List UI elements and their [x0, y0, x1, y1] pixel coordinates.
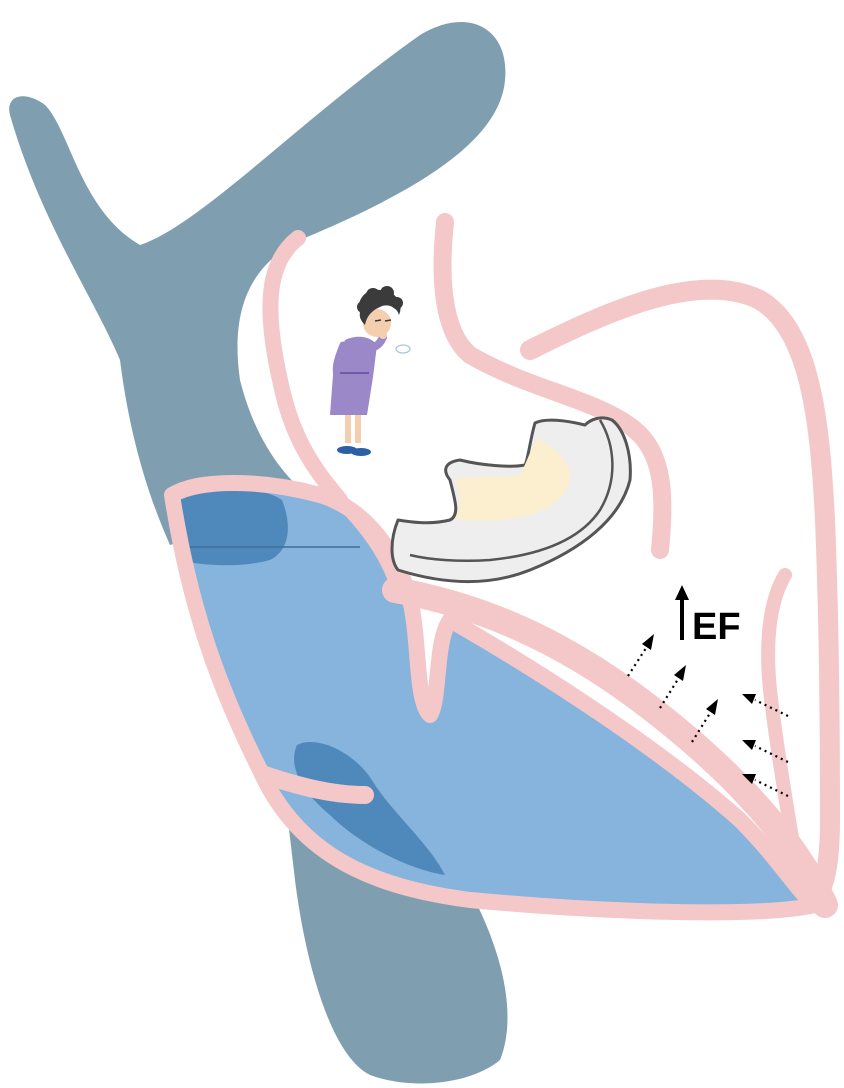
dotted-arrow-up-3	[692, 699, 718, 742]
up-arrow-head	[675, 585, 689, 600]
septal-patch	[392, 418, 630, 582]
ef-label: EF	[692, 606, 741, 648]
atrial-septum-wall	[270, 238, 340, 500]
coughing-woman-icon	[330, 286, 410, 456]
upper-vessel	[9, 22, 505, 545]
dotted-arrow-up-2	[660, 665, 686, 708]
ef-indicator: EF	[675, 585, 741, 648]
dotted-arrow-up-1	[628, 634, 654, 676]
